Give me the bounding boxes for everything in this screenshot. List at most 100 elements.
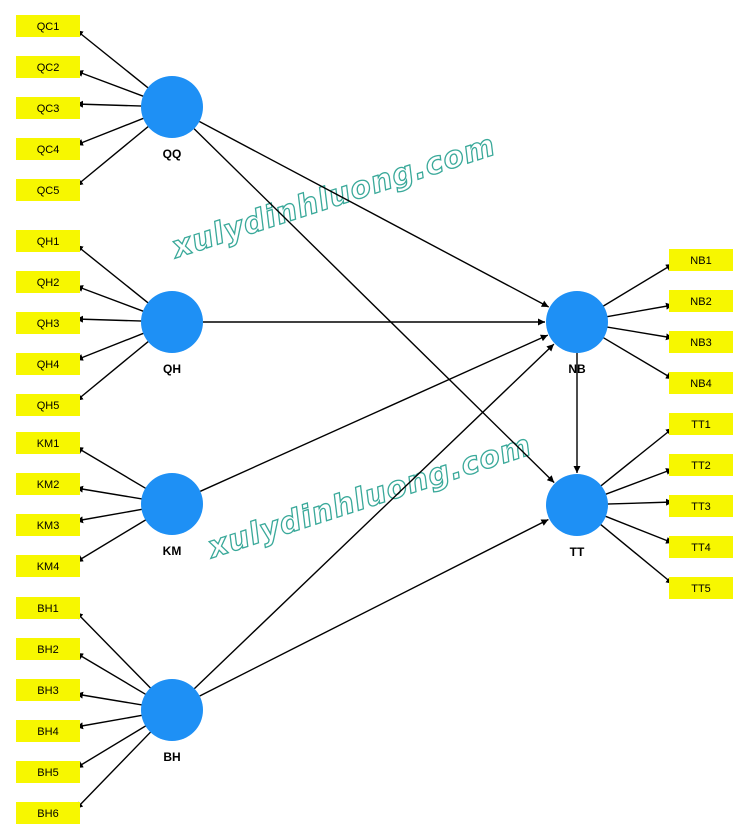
loading-arrow <box>601 263 674 308</box>
loading-arrow <box>75 611 153 690</box>
loading-arrow <box>75 652 148 696</box>
indicator-qh3: QH3 <box>16 312 80 334</box>
indicator-tt3: TT3 <box>669 495 733 517</box>
path-km-nb <box>200 334 549 492</box>
indicator-qc5: QC5 <box>16 179 80 201</box>
loading-arrow <box>75 124 151 187</box>
edges-layer <box>75 29 674 810</box>
indicator-box <box>16 638 80 660</box>
indicator-box <box>16 56 80 78</box>
latent-node-tt: TT <box>546 474 608 559</box>
loading-arrow <box>75 446 148 490</box>
indicator-label: QC1 <box>37 21 60 33</box>
indicator-label: BH1 <box>37 603 58 615</box>
indicator-box <box>16 761 80 783</box>
indicator-box <box>669 372 733 394</box>
indicator-box <box>16 97 80 119</box>
loading-arrow <box>75 339 151 402</box>
indicator-box <box>16 138 80 160</box>
latent-node-qq: QQ <box>141 76 203 161</box>
loading-arrow <box>75 70 146 98</box>
indicator-bh2: BH2 <box>16 638 80 660</box>
indicator-label: QC3 <box>37 103 60 115</box>
indicator-label: BH4 <box>37 726 58 738</box>
indicator-box <box>16 179 80 201</box>
latent-label: NB <box>568 362 586 376</box>
indicator-qc4: QC4 <box>16 138 80 160</box>
indicator-qc3: QC3 <box>16 97 80 119</box>
indicator-label: KM4 <box>37 561 60 573</box>
indicator-tt4: TT4 <box>669 536 733 558</box>
indicator-label: KM1 <box>37 438 60 450</box>
indicator-box <box>669 290 733 312</box>
indicator-label: TT1 <box>691 419 711 431</box>
latent-node-qh: QH <box>141 291 203 376</box>
indicator-label: QH2 <box>37 277 60 289</box>
latent-label: BH <box>163 750 180 764</box>
indicator-qh2: QH2 <box>16 271 80 293</box>
loading-arrow <box>75 117 146 146</box>
latent-label: QQ <box>163 147 182 161</box>
indicator-qc2: QC2 <box>16 56 80 78</box>
loading-arrow <box>599 427 674 488</box>
latent-circle <box>141 473 203 535</box>
loading-arrow <box>75 714 144 730</box>
loading-arrow <box>605 498 674 506</box>
loading-arrow <box>75 730 153 810</box>
indicator-bh4: BH4 <box>16 720 80 742</box>
indicator-label: QH1 <box>37 236 60 248</box>
latent-circle <box>546 291 608 353</box>
indicator-label: NB1 <box>690 255 711 267</box>
loading-arrow <box>75 724 148 769</box>
path-qq-tt <box>193 128 555 484</box>
indicator-label: TT4 <box>691 542 711 554</box>
indicator-box <box>16 514 80 536</box>
latent-node-nb: NB <box>546 291 608 376</box>
loading-arrow <box>605 302 674 318</box>
indicator-bh1: BH1 <box>16 597 80 619</box>
indicator-box <box>16 432 80 454</box>
indicator-box <box>669 331 733 353</box>
indicator-box <box>16 555 80 577</box>
indicator-label: NB2 <box>690 296 711 308</box>
indicator-label: QH3 <box>37 318 60 330</box>
watermark-text: xulydinhluong.com <box>202 428 536 566</box>
indicator-label: TT2 <box>691 460 711 472</box>
loading-arrow <box>603 468 674 496</box>
latent-node-km: KM <box>141 473 203 558</box>
indicator-qh1: QH1 <box>16 230 80 252</box>
indicator-label: QH4 <box>37 359 60 371</box>
latent-circle <box>141 291 203 353</box>
indicator-tt5: TT5 <box>669 577 733 599</box>
loading-arrow <box>75 508 144 524</box>
latent-circle <box>141 679 203 741</box>
loading-arrow <box>603 515 674 544</box>
indicator-box <box>16 271 80 293</box>
indicator-bh6: BH6 <box>16 802 80 824</box>
indicator-label: NB3 <box>690 337 711 349</box>
indicator-tt2: TT2 <box>669 454 733 476</box>
path-bh-tt <box>199 518 549 697</box>
indicator-box <box>669 454 733 476</box>
indicator-box <box>16 312 80 334</box>
watermark-text: xulydinhluong.com <box>166 128 500 266</box>
loading-arrow <box>598 522 674 585</box>
indicator-box <box>16 353 80 375</box>
indicator-nb2: NB2 <box>669 290 733 312</box>
indicator-box <box>16 802 80 824</box>
loading-arrow <box>75 29 150 90</box>
indicator-label: BH5 <box>37 767 58 779</box>
loading-arrow <box>75 518 148 563</box>
indicator-km3: KM3 <box>16 514 80 536</box>
indicator-box <box>16 720 80 742</box>
latent-label: QH <box>163 362 181 376</box>
indicator-qh5: QH5 <box>16 394 80 416</box>
indicator-qh4: QH4 <box>16 353 80 375</box>
indicator-box <box>16 15 80 37</box>
indicator-label: NB4 <box>690 378 711 390</box>
path-qq-nb <box>199 120 550 308</box>
indicator-label: KM2 <box>37 479 60 491</box>
loading-arrow <box>75 332 146 361</box>
loading-arrow <box>75 244 150 305</box>
